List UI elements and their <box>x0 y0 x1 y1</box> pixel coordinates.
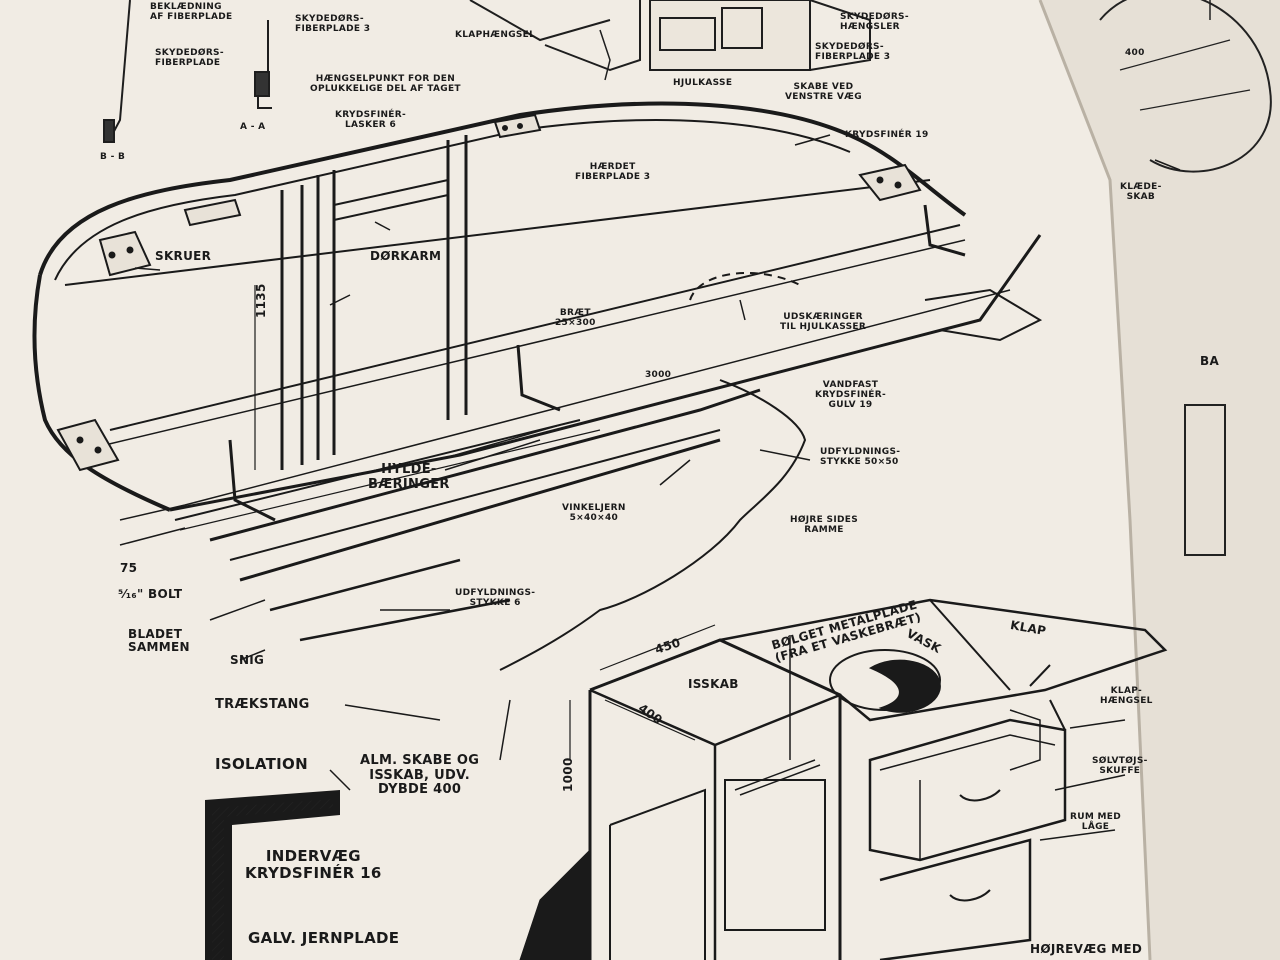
label-traekstang: TRÆKSTANG <box>215 697 310 712</box>
label-udskaeringer: UDSKÆRINGER TIL HJULKASSER <box>780 312 867 333</box>
label-udfyldningsstykke-50: UDFYLDNINGS- STYKKE 50×50 <box>820 447 901 468</box>
top-sections <box>103 0 871 143</box>
sink-icon <box>868 659 941 713</box>
label-skydedoers-fiberplade-top: SKYDEDØRS- FIBERPLADE 3 <box>295 14 371 35</box>
label-galv-jernplade: GALV. JERNPLADE <box>248 929 400 947</box>
label-skruer: SKRUER <box>155 249 212 263</box>
label-krydsfiner-lasker: KRYDSFINÉR- LASKER 6 <box>335 110 407 131</box>
label-isolation: ISOLATION <box>215 755 308 773</box>
label-dim-400-right: 400 <box>1125 48 1145 58</box>
label-bladet-sammen: BLADET SAMMEN <box>128 627 190 655</box>
label-udfyldningsstykke-6: UDFYLDNINGS- STYKKE 6 <box>455 588 536 609</box>
label-hyldebaeringer: HYLDE- BÆRINGER <box>368 462 450 492</box>
wall-section-detail <box>205 790 340 960</box>
label-dim-75: 75 <box>120 561 138 575</box>
label-section-aa: A - A <box>240 122 266 132</box>
label-klaphaengsel-top: KLAPHÆNGSEL <box>455 30 536 40</box>
wall-frame <box>32 101 1043 671</box>
label-edge-ba: BA <box>1200 354 1220 368</box>
label-braet: BRÆT 25×300 <box>555 308 596 329</box>
gusset-plate-icon <box>56 113 922 472</box>
label-haerdet-fiberplade: HÆRDET FIBERPLADE 3 <box>575 162 651 183</box>
label-soelvtoejsskuffe: SØLVTØJS- SKUFFE <box>1092 756 1148 777</box>
label-dim-1000: 1000 <box>561 757 575 792</box>
label-skydedoers-fiberplade-left: SKYDEDØRS- FIBERPLADE <box>155 48 224 69</box>
label-vinkeljern: VINKELJERN 5×40×40 <box>562 503 626 524</box>
label-beklaedning: BEKLÆDNING AF FIBERPLADE <box>150 2 233 23</box>
label-section-bb: B - B <box>100 152 126 162</box>
label-snig: SNIG <box>230 653 265 667</box>
label-rum-med-laage: RUM MED LÅGE <box>1070 812 1122 833</box>
label-skabe-venstre-vaeg: SKABE VED VENSTRE VÆG <box>785 82 862 103</box>
shelf-bracket-icon <box>228 204 966 522</box>
right-page <box>1038 0 1280 960</box>
label-klaphaengsel: KLAP- HÆNGSEL <box>1100 686 1153 707</box>
label-skydedoers-haengsler: SKYDEDØRS- HÆNGSLER <box>840 12 909 33</box>
label-hjulkasse: HJULKASSE <box>673 78 733 88</box>
label-indervaeg: INDERVÆG KRYDSFINÉR 16 <box>245 847 382 882</box>
label-bolt: ⁵⁄₁₆" BOLT <box>118 587 183 601</box>
label-doerkarm: DØRKARM <box>370 249 442 263</box>
leader-lines <box>119 134 1181 841</box>
label-hoejre-sides-ramme: HØJRE SIDES RAMME <box>790 515 858 536</box>
label-haengselpunkt: HÆNGSELPUNKT FOR DEN OPLUKKELIGE DEL AF … <box>310 74 461 95</box>
label-dim-3000: 3000 <box>645 370 672 380</box>
label-skydedoers-fiberplade-right: SKYDEDØRS- FIBERPLADE 3 <box>815 42 891 63</box>
label-alm-skabe: ALM. SKABE OG ISSKAB, UDV. DYBDE 400 <box>360 753 480 798</box>
label-vandfast-krydsfiner: VANDFAST KRYDSFINÉR- GULV 19 <box>815 380 887 411</box>
label-dim-1135: 1135 <box>254 283 268 318</box>
label-hoejrevaeg-med: HØJREVÆG MED <box>1030 942 1143 956</box>
label-klaedeskab: KLÆDE- SKAB <box>1120 182 1162 203</box>
label-isskab: ISSKAB <box>688 677 739 691</box>
label-krydsfiner-19: KRYDSFINÉR 19 <box>845 130 929 140</box>
kitchen-unit <box>519 598 1168 960</box>
